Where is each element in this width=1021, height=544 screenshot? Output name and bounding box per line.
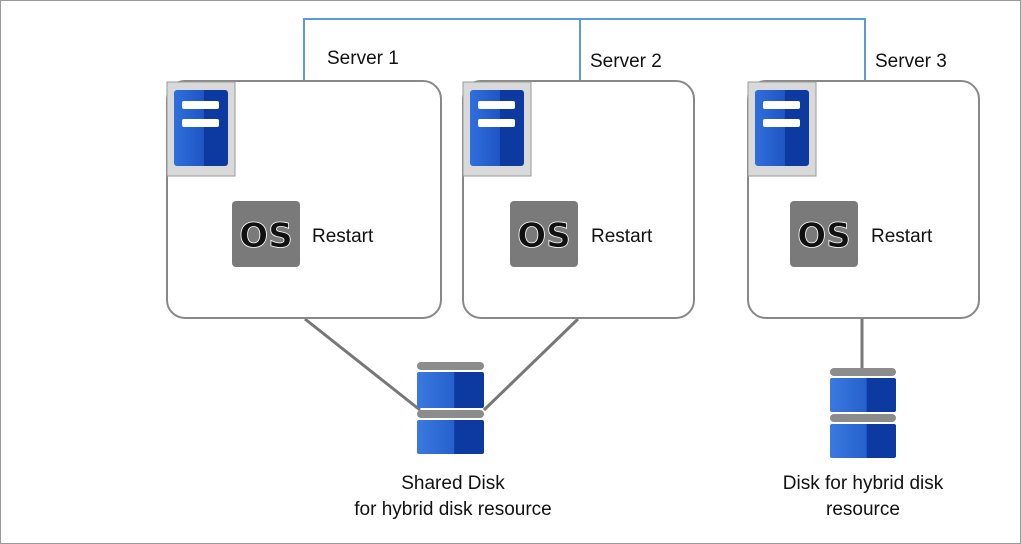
disk-links [304, 317, 864, 412]
shared-disk-label-line2: for hybrid disk resource [354, 499, 552, 520]
os-badge-icon: OS [510, 201, 578, 267]
shared-disk-label-line1: Shared Disk [401, 473, 505, 494]
shared-disk-label: Shared Disk for hybrid disk resource [330, 471, 576, 523]
svg-text:OS: OS [239, 216, 292, 256]
network-line [303, 18, 866, 80]
server-1-status: Restart [312, 226, 374, 247]
hybrid-disk-icon [830, 368, 896, 458]
os-badge-icon: OS [790, 201, 858, 267]
server-icon [166, 81, 236, 177]
svg-text:OS: OS [517, 216, 570, 256]
server-icon [462, 81, 532, 177]
server-1-name: Server 1 [327, 48, 399, 69]
os-badge-icon: OS [232, 201, 300, 267]
server-3-status: Restart [871, 226, 933, 247]
server-2-name: Server 2 [590, 51, 662, 72]
server-3-name: Server 3 [875, 51, 947, 72]
hybrid-disk-label: Disk for hybrid disk resource [758, 471, 968, 523]
server-2-status: Restart [591, 226, 653, 247]
server-icon [747, 81, 817, 177]
shared-disk-icon [417, 362, 484, 454]
hybrid-disk-label-line2: resource [826, 499, 900, 520]
hybrid-disk-label-line1: Disk for hybrid disk [782, 473, 944, 494]
svg-text:OS: OS [797, 216, 850, 256]
